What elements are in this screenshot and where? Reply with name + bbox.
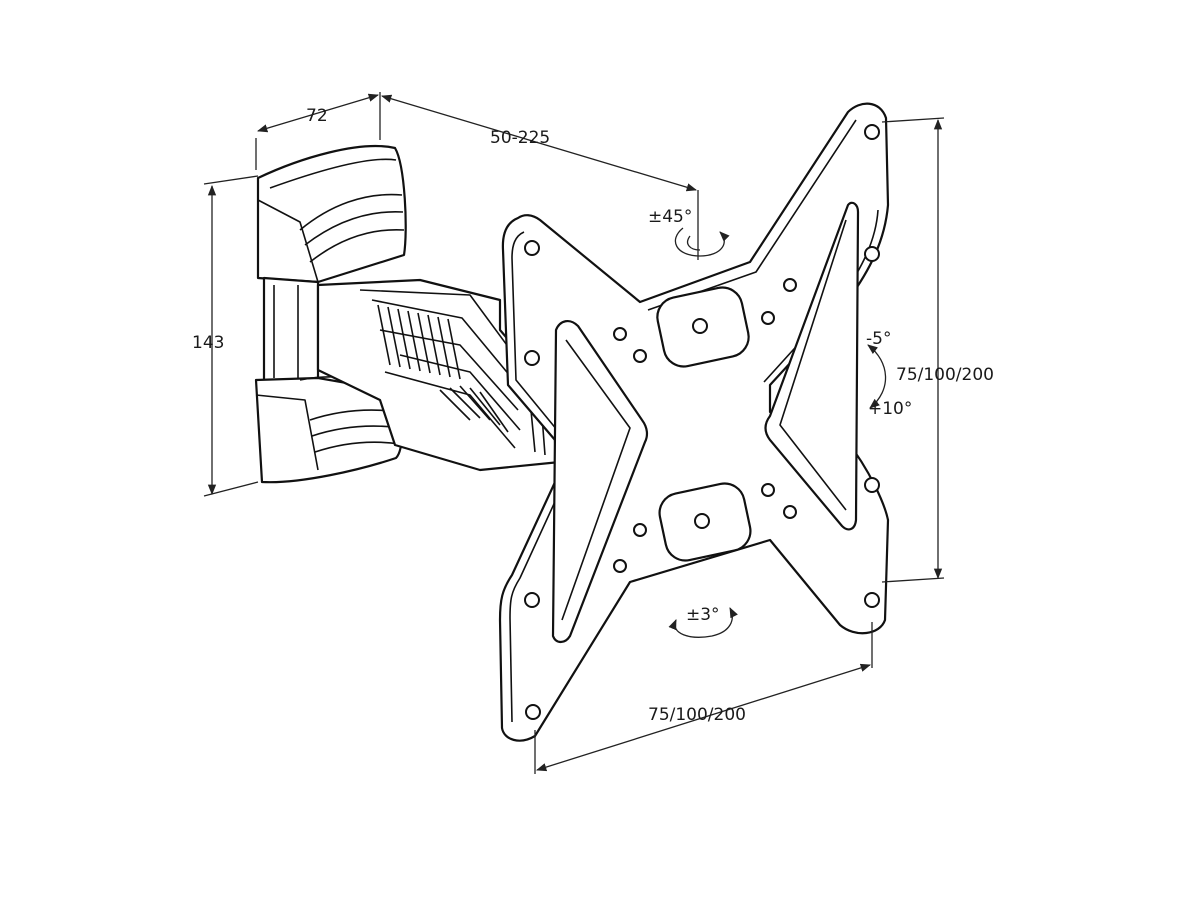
rotation-angle-label: ±3°	[686, 605, 720, 625]
extension-dimension-label: 50-225	[490, 128, 550, 148]
depth-dimension-label: 72	[306, 106, 328, 126]
height-dimension-label: 143	[192, 333, 224, 353]
rotation-arrows	[668, 227, 887, 638]
arm-hatching	[377, 304, 509, 433]
vesa-plate	[498, 102, 890, 742]
tilt-down-angle-label: +10°	[868, 399, 912, 419]
dimension-lines	[203, 92, 945, 774]
vesa-vertical-label: 75/100/200	[896, 365, 994, 385]
wall-bracket	[254, 144, 407, 484]
vesa-horizontal-label: 75/100/200	[648, 705, 746, 725]
tilt-up-angle-label: -5°	[866, 329, 891, 349]
swivel-angle-label: ±45°	[648, 207, 692, 227]
